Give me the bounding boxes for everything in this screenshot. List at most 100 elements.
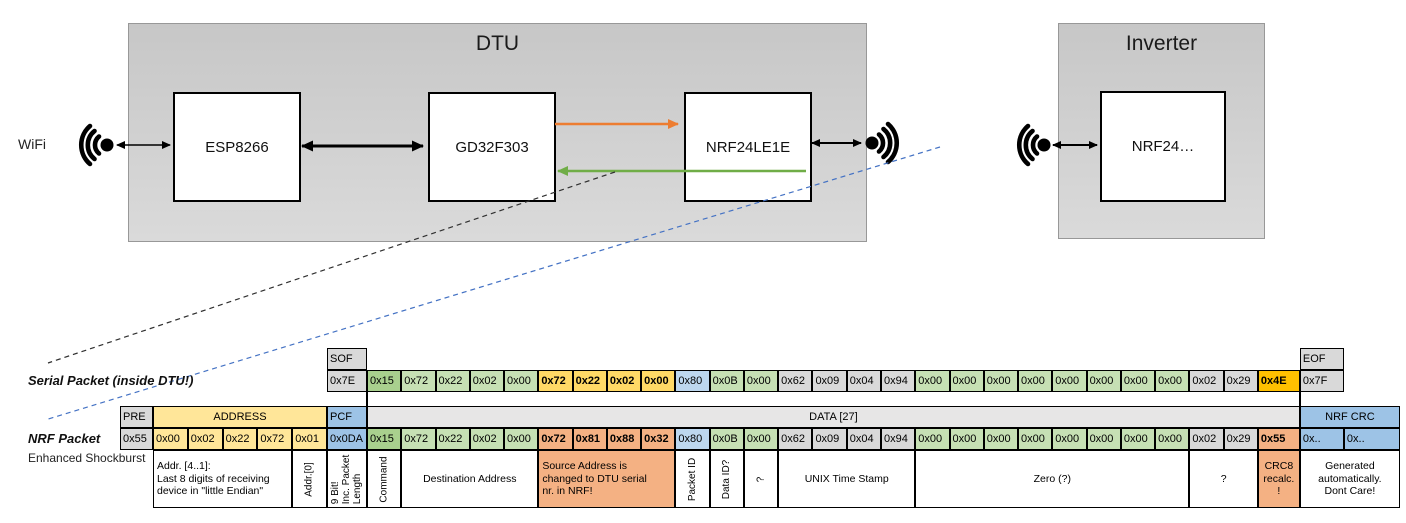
nrf-byte-cell: 0x0B [709,428,744,450]
nrf-byte-cell: 0x81 [572,428,607,450]
annotation-cell: Addr. [4..1]: Last 8 digits of receiving… [153,450,293,508]
nrf-byte-cell: 0x80 [675,428,710,450]
serial-byte-cell: 0x22 [572,370,607,392]
nrf-byte-cell: 0x88 [606,428,642,450]
serial-byte-cell: 0x02 [469,370,505,392]
eof-value-cell: 0x7F [1299,370,1344,392]
annotation-cell: Destination Address [401,450,539,508]
nrf-byte-cell: 0x15 [366,428,402,450]
nrf-byte-cell: 0x09 [812,428,847,450]
gd32f303-label: GD32F303 [455,138,529,156]
nrf-byte-cell: 0x62 [778,428,813,450]
serial-byte-cell: 0x00 [1120,370,1156,392]
serial-byte-cell: 0x00 [743,370,779,392]
serial-byte-cell: 0x00 [1018,370,1053,392]
wifi-label: WiFi [18,136,46,152]
annotation-cell: ? [743,450,779,508]
serial-byte-cell: 0x04 [846,370,881,392]
nrf-byte-cell: 0x00 [743,428,779,450]
nrf-byte-cell: 0x94 [880,428,916,450]
pre-value-cell: 0x55 [120,428,153,450]
serial-byte-cell: 0x00 [983,370,1019,392]
nrf-byte-cell: 0x22 [435,428,470,450]
serial-byte-cell: 0x09 [812,370,847,392]
annotation-cell: Generated automatically. Dont Care! [1299,450,1400,508]
nrf-byte-cell: 0x00 [915,428,950,450]
serial-byte-cell: 0x94 [880,370,916,392]
serial-byte-cell: 0x00 [504,370,539,392]
nrf-byte-cell: 0x32 [641,428,676,450]
sof-value-cell: 0x7E [326,370,367,392]
enhanced-shockburst-label: Enhanced Shockburst [28,451,146,465]
nrf-byte-cell: 0x00 [949,428,984,450]
serial-byte-cell: 0x00 [1086,370,1121,392]
nrf-byte-cell: 0x00 [1155,428,1190,450]
dtu-title: DTU [475,32,520,55]
nrf-byte-cell: 0x00 [1120,428,1156,450]
annotation-cell: Command [366,450,402,508]
serial-byte-cell: 0x0B [709,370,744,392]
pcf-value-cell: 0x0DA [326,428,367,450]
address-byte-cell: 0x01 [292,428,327,450]
address-header-cell: ADDRESS [153,406,327,428]
radio-icon-inverter [1017,123,1051,167]
nrf-byte-cell: 0x04 [846,428,881,450]
pre-header-cell: PRE [120,406,153,428]
nrf-byte-cell: 0x00 [1086,428,1121,450]
esp8266-label: ESP8266 [205,138,269,156]
nrf24le1e-box: NRF24LE1E [684,92,812,202]
nrf-crc-header-cell: NRF CRC [1299,406,1400,428]
wifi-icon-left [79,123,114,167]
inverter-nrf24-label: NRF24… [1131,138,1195,155]
annotation-cell: ? [1189,450,1258,508]
nrf24le1e-label: NRF24LE1E [705,138,791,156]
nrf-byte-cell: 0x00 [504,428,539,450]
serial-byte-cell: 0x62 [778,370,813,392]
annotation-cell: 9 Bit! Inc. Packet Length [326,450,367,508]
nrf-packet-label: NRF Packet [28,431,101,446]
annotation-cell: Packet ID [675,450,710,508]
serial-byte-cell: 0x22 [435,370,470,392]
annotation-cell: Source Address is changed to DTU serial … [538,450,676,508]
eof-header-cell: EOF [1299,348,1344,370]
annotation-cell: UNIX Time Stamp [778,450,916,508]
serial-byte-cell: 0x00 [641,370,676,392]
nrf-byte-cell: 0x02 [469,428,505,450]
data-header-cell: DATA [27] [366,406,1300,428]
serial-byte-cell: 0x72 [401,370,436,392]
serial-byte-cell: 0x00 [1052,370,1087,392]
address-byte-cell: 0x02 [187,428,223,450]
serial-byte-cell: 0x15 [366,370,402,392]
serial-byte-cell: 0x00 [949,370,984,392]
radio-icon-nrf [865,121,899,165]
gd32f303-box: GD32F303 [428,92,556,202]
annotation-cell: CRC8 recalc. ! [1257,450,1300,508]
address-byte-cell: 0x22 [222,428,258,450]
nrf-packet-table: PRE ADDRESS PCF DATA [27] NRF CRC 0x55 0… [120,406,1400,508]
serial-byte-cell: 0x00 [1155,370,1190,392]
serial-byte-cell: 0x4E [1257,370,1300,392]
address-byte-cell: 0x00 [153,428,188,450]
serial-byte-cell: 0x02 [606,370,642,392]
nrf-byte-cell: 0x00 [1052,428,1087,450]
annotation-cell: Addr.[0] [292,450,327,508]
pcf-header-cell: PCF [326,406,367,428]
serial-byte-cell: 0x02 [1189,370,1224,392]
serial-byte-cell: 0x72 [538,370,573,392]
address-byte-cell: 0x72 [257,428,293,450]
nrf-byte-cell: 0x29 [1223,428,1258,450]
serial-byte-cell: 0x80 [675,370,710,392]
nrf-byte-cell: 0x00 [983,428,1019,450]
inverter-nrf24-box: NRF24… [1100,91,1226,202]
nrf-byte-cell: 0x72 [401,428,436,450]
data-end-connector [1299,391,1301,407]
data-start-connector [366,391,368,407]
esp8266-box: ESP8266 [173,92,301,202]
inverter-container-box: Inverter [1058,23,1265,239]
nrf-byte-cell: 0x72 [538,428,573,450]
nrf-crc-byte-cell: 0x.. [1299,428,1344,450]
annotation-cell: Data ID? [709,450,744,508]
serial-byte-cell: 0x00 [915,370,950,392]
